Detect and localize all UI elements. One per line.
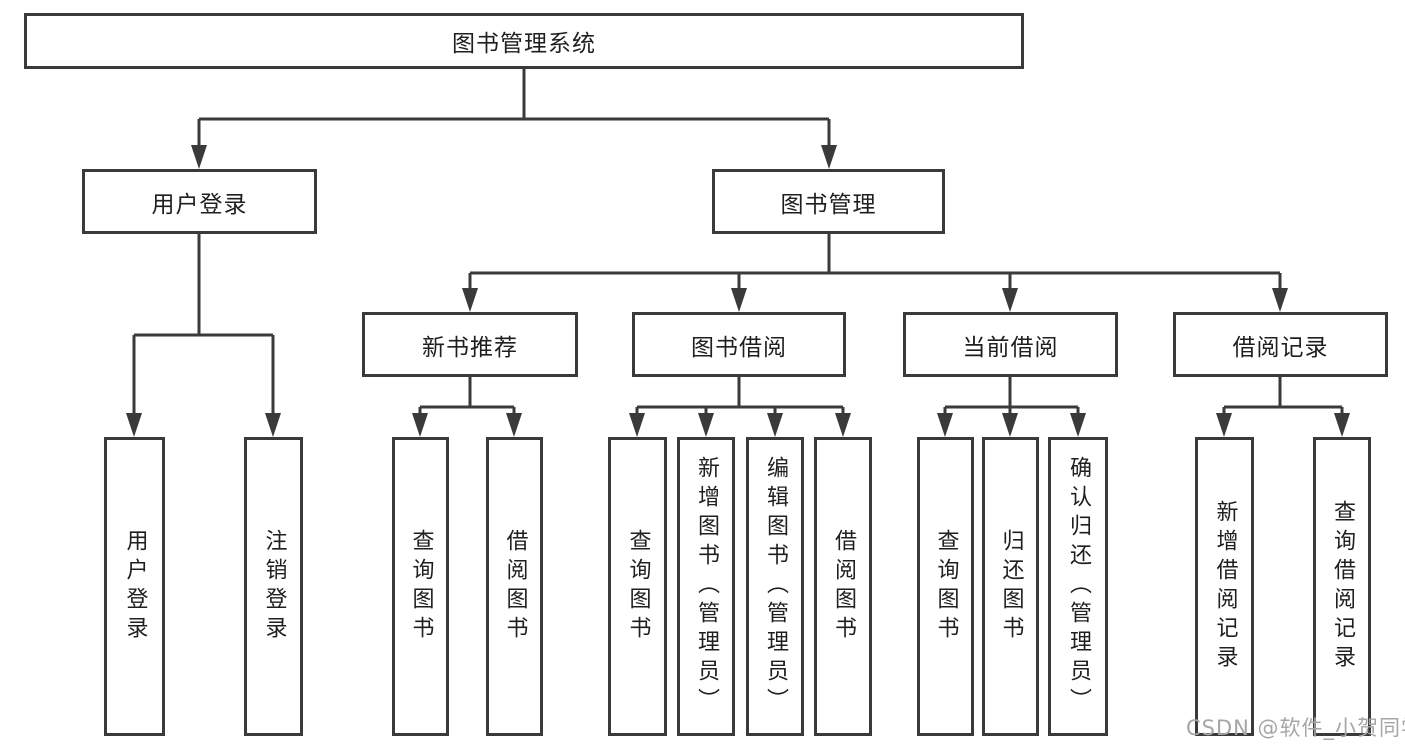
leaf-label: 注销登录	[261, 528, 287, 645]
connectors-current-to-leaves	[937, 377, 1086, 437]
leaf-borrow-books-1: 借阅图书	[486, 437, 543, 736]
leaf-add-books-admin: 新增图书（管理员）	[677, 437, 735, 736]
leaf-label: 查询借阅记录	[1330, 499, 1355, 674]
leaf-query-books-3: 查询图书	[917, 437, 974, 736]
leaf-label: 新增图书（管理员）	[694, 456, 719, 717]
node-borrow-records: 借阅记录	[1173, 312, 1388, 377]
leaf-query-books-1: 查询图书	[392, 437, 449, 736]
connectors-login-to-leaves	[126, 234, 281, 437]
node-current-borrowing: 当前借阅	[903, 312, 1118, 377]
connectors-mgmt-to-level3	[462, 234, 1288, 312]
leaf-label: 新增借阅记录	[1212, 499, 1238, 674]
node-new-book-recommend: 新书推荐	[362, 312, 578, 377]
leaf-label: 借阅图书	[502, 528, 528, 645]
leaf-borrow-books-2: 借阅图书	[814, 437, 872, 736]
connectors-newbook-to-leaves	[412, 377, 522, 437]
leaf-label: 编辑图书（管理员）	[763, 456, 788, 717]
leaf-query-borrow-record: 查询借阅记录	[1313, 437, 1371, 736]
node-user-login: 用户登录	[82, 169, 317, 234]
connectors-borrow-to-leaves	[629, 377, 851, 437]
leaf-user-login: 用户登录	[104, 437, 165, 736]
leaf-label: 借阅图书	[831, 528, 856, 645]
leaf-label: 查询图书	[625, 528, 651, 645]
node-book-borrowing: 图书借阅	[632, 312, 846, 377]
leaf-label: 查询图书	[408, 528, 434, 645]
leaf-add-borrow-record: 新增借阅记录	[1195, 437, 1254, 736]
leaf-confirm-return-admin: 确认归还（管理员）	[1048, 437, 1108, 736]
leaf-label: 确认归还（管理员）	[1066, 456, 1091, 717]
node-book-management: 图书管理	[712, 169, 945, 234]
connectors-root-to-level2	[191, 69, 837, 169]
connectors-records-to-leaves	[1216, 377, 1350, 437]
leaf-label: 归还图书	[998, 528, 1024, 645]
leaf-label: 用户登录	[122, 528, 148, 645]
leaf-label: 查询图书	[933, 528, 959, 645]
leaf-return-books: 归还图书	[982, 437, 1039, 736]
leaf-logout: 注销登录	[244, 437, 303, 736]
node-root: 图书管理系统	[24, 13, 1024, 69]
csdn-watermark: CSDN @软件_小贺同学	[1186, 716, 1405, 740]
leaf-query-books-2: 查询图书	[608, 437, 667, 736]
leaf-edit-books-admin: 编辑图书（管理员）	[746, 437, 804, 736]
